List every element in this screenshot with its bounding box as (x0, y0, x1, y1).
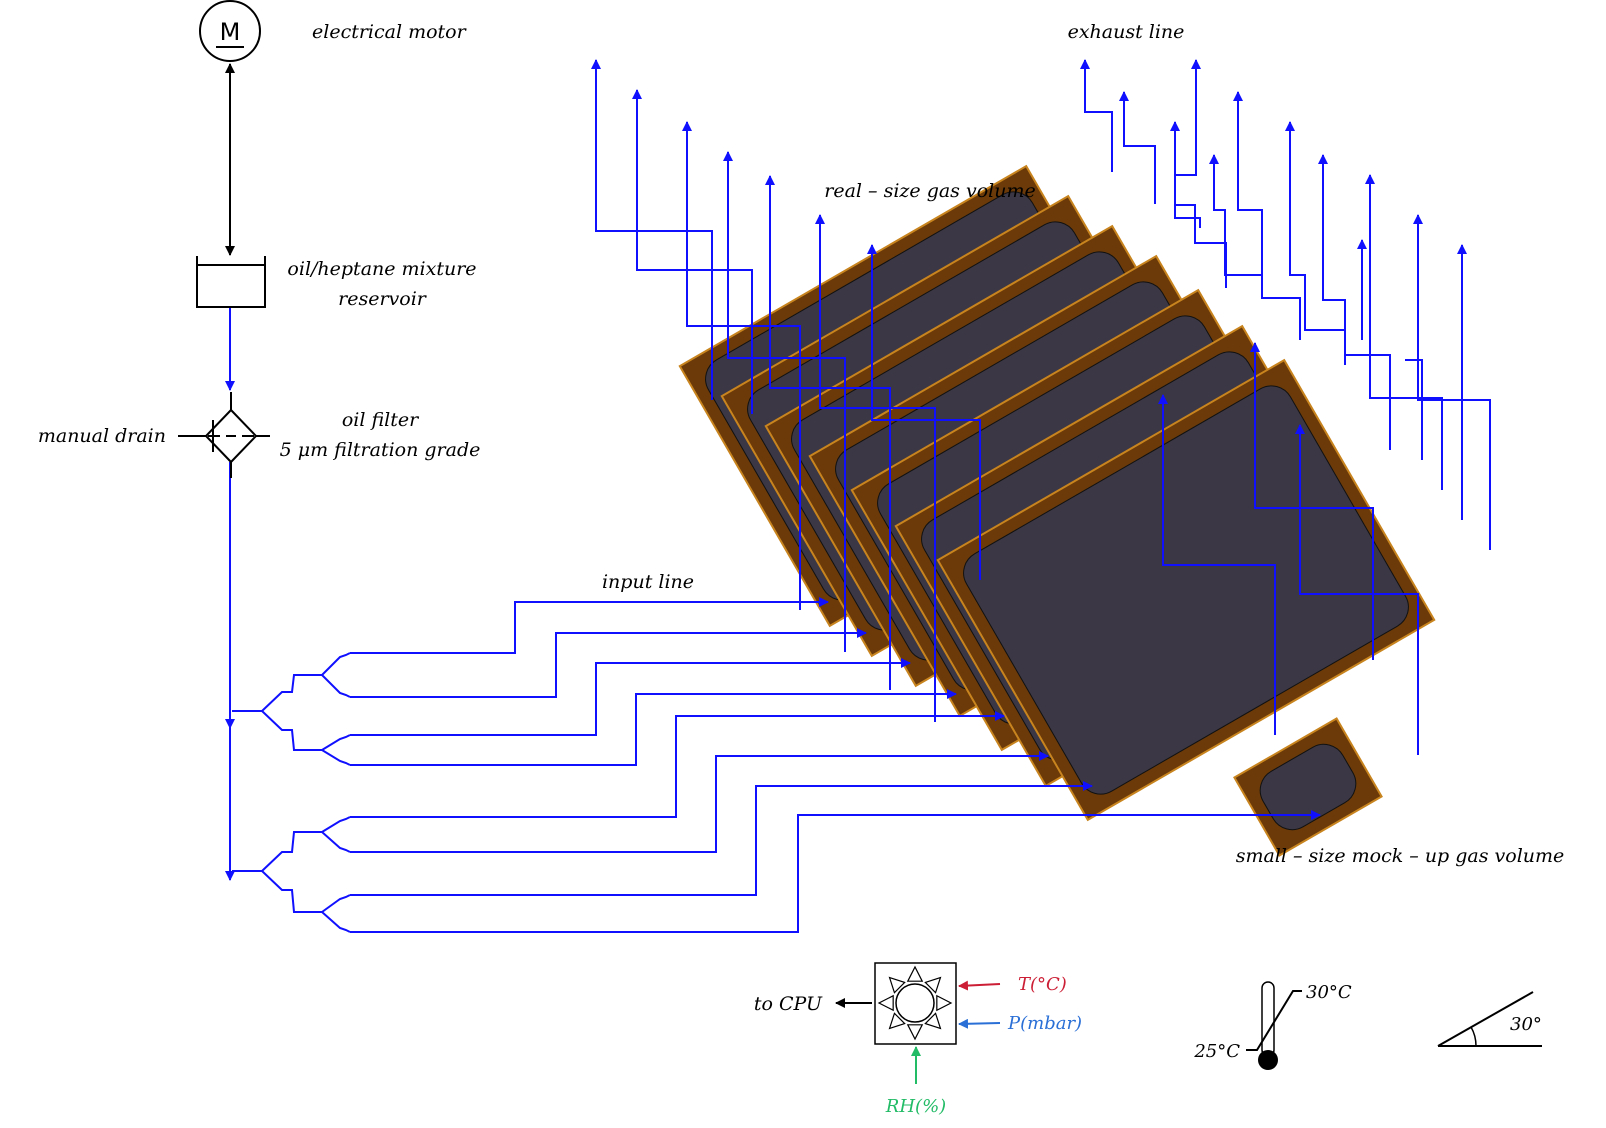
input-line-pipe (350, 751, 1049, 853)
exhaust-pipe (632, 89, 753, 414)
sun-ray (906, 965, 924, 982)
pressure-arrow (958, 1018, 1001, 1029)
sun-ray (888, 1012, 906, 1030)
exhaust-pipe (723, 151, 846, 652)
exhaust-pipe (1285, 121, 1346, 365)
angle-label: 30° (1510, 1014, 1542, 1035)
exhaust-pipe (1170, 121, 1227, 288)
sun-ray (906, 1024, 924, 1041)
exhaust-pipe (815, 214, 936, 722)
temperature-label: T(°C) (1018, 974, 1067, 995)
temperature-arrow (958, 980, 1001, 991)
splitter-pipe (261, 831, 322, 872)
exhaust-pipe (1365, 174, 1443, 490)
internal-feed-pipe (1250, 342, 1374, 660)
exhaust-pipe (1119, 91, 1156, 204)
sensor-icon (874, 962, 957, 1045)
mockup-chamber (1233, 717, 1383, 857)
input-line-pipe (350, 658, 911, 736)
internal-feed-pipe (1158, 394, 1276, 735)
real-size-label: real – size gas volume (824, 180, 1035, 202)
input-line-pipe (350, 711, 1005, 818)
exhaust-line-label: exhaust line (1068, 21, 1185, 43)
exhaust-pipe (682, 121, 801, 610)
splitter-pipe (261, 674, 322, 712)
input-line-pipe (350, 689, 957, 766)
splitter-pipe (261, 710, 322, 751)
sun-ray (924, 1012, 942, 1030)
real-size-chamber (936, 358, 1436, 822)
input-line-pipe (350, 781, 1093, 896)
motor-icon: M (199, 0, 261, 62)
splitter-pipe (321, 911, 351, 933)
sensor-sun-icon (877, 965, 953, 1041)
exhaust-pipe (1174, 59, 1201, 228)
filter-icon (204, 408, 258, 464)
temp-high-label: 30°C (1306, 982, 1352, 1003)
temp-low-label: 25°C (1193, 1041, 1240, 1062)
splitter-pipe (321, 652, 351, 676)
splitter-pipe (261, 870, 322, 913)
splitter-pipe (321, 674, 351, 698)
splitter-pipe (321, 734, 351, 751)
exhaust-pipe (765, 175, 891, 690)
motor-label: electrical motor (312, 21, 468, 43)
reservoir-icon (196, 256, 266, 308)
sun-ray (877, 994, 894, 1012)
pipe-network (225, 59, 1491, 933)
internal-feed-pipe (1295, 424, 1419, 755)
input-line-pipe (350, 628, 867, 698)
reservoir-label-line1: oil/heptane mixture (287, 258, 476, 280)
to-cpu-label: to CPU (754, 993, 823, 1015)
exhaust-pipe (1233, 91, 1301, 340)
angle-icon (1437, 991, 1542, 1047)
exhaust-pipe (1413, 214, 1491, 550)
sun-ray (936, 994, 953, 1012)
splitter-pipe (321, 831, 351, 853)
input-line-pipe (350, 810, 1321, 933)
mockup-label: small – size mock – up gas volume (1236, 845, 1565, 867)
splitter-pipe (321, 749, 351, 766)
chambers-group (678, 164, 1436, 857)
sun-ray (924, 976, 942, 994)
exhaust-pipe (1080, 59, 1113, 172)
pressure-label: P(mbar) (1007, 1013, 1082, 1034)
exhaust-pipe (1318, 154, 1391, 450)
motor-symbol: M (220, 18, 241, 46)
splitter-pipe (321, 816, 351, 833)
exhaust-pipe (591, 59, 713, 400)
thermostat-icon (1246, 981, 1302, 1070)
humidity-label: RH(%) (885, 1096, 946, 1117)
reservoir-label-line2: reservoir (338, 288, 428, 310)
splitter-pipe (321, 894, 351, 913)
sun-ray (888, 976, 906, 994)
filter-label-line2: 5 μm filtration grade (280, 439, 481, 461)
filter-label-line1: oil filter (342, 409, 420, 431)
manual-drain-label: manual drain (38, 425, 166, 447)
exhaust-pipe (1405, 359, 1423, 460)
exhaust-pipe (867, 244, 981, 580)
input-line-label: input line (602, 571, 694, 593)
input-line-pipe (350, 597, 829, 654)
